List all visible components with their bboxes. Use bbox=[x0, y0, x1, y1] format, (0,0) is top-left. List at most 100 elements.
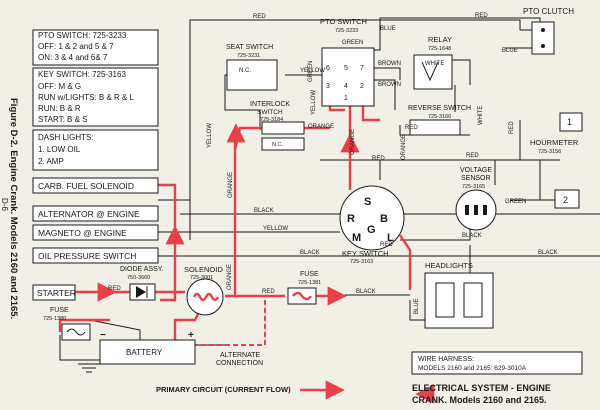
pto-pin-1: 1 bbox=[344, 95, 348, 102]
wire-label-brown-1: BROWN bbox=[378, 61, 401, 67]
solenoid-label: SOLENOID bbox=[184, 265, 223, 274]
connection-label: CONNECTION bbox=[216, 360, 263, 367]
wire-label-red-hm: RED bbox=[466, 153, 479, 159]
voltage-sensor-label: SENSOR bbox=[461, 175, 491, 182]
solenoid: SOLENOID 725-3001 bbox=[184, 265, 224, 316]
left-fuse-label: FUSE bbox=[50, 307, 69, 314]
key-legend-run-lights: RUN w/LIGHTS: B & R & L bbox=[38, 93, 135, 102]
diode-assy: DIODE ASSY. 750-3660 bbox=[120, 266, 164, 301]
left-fuse: FUSE 725-1380 bbox=[43, 307, 91, 341]
wire-label-green-hm: GREEN bbox=[505, 199, 526, 205]
wire-label-black-fuse: BLACK bbox=[356, 289, 376, 295]
seat-nc: N.C. bbox=[239, 68, 251, 74]
key-switch-part: 725-3163 bbox=[350, 259, 373, 265]
wire-label-orange-left: ORANGE bbox=[228, 172, 234, 198]
wire-harness-note: WIRE HARNESS: MODELS 2160 and 2165: 629-… bbox=[411, 351, 583, 375]
wire-label-orange-v: ORANGE bbox=[350, 129, 356, 155]
hourmeter-pin-2: 2 bbox=[563, 195, 568, 205]
seat-switch-label: SEAT SWITCH bbox=[226, 44, 273, 51]
wire-label-orange-v2: ORANGE bbox=[401, 134, 407, 160]
wire-label-red-mid: RED bbox=[372, 156, 385, 162]
key-legend-start: START: B & S bbox=[38, 115, 88, 124]
engine-boxes: CARB. FUEL SOLENOID ALTERNATOR @ ENGINE … bbox=[32, 177, 159, 301]
relay-part: 725-1648 bbox=[428, 46, 451, 52]
reverse-switch-part: 725-3166 bbox=[428, 114, 451, 120]
wire-label-green: GREEN bbox=[342, 40, 363, 46]
interlock-nc: N.C. bbox=[272, 142, 283, 148]
dash-legend-item1: 1. LOW OIL bbox=[38, 145, 81, 154]
key-switch: S R B M G L KEY SWITCH 725-3163 bbox=[339, 185, 405, 265]
pto-pin-4: 4 bbox=[344, 83, 348, 90]
key-terminal-r: R bbox=[347, 213, 355, 225]
hourmeter-label: HOURMETER bbox=[530, 138, 579, 147]
relay-label: RELAY bbox=[428, 35, 452, 44]
harness-title: WIRE HARNESS: bbox=[418, 356, 474, 363]
starter-label: STARTER bbox=[37, 288, 76, 298]
wire-label-white: WHITE bbox=[425, 61, 444, 67]
wire-label-black-vs: BLACK bbox=[462, 233, 482, 239]
wire-label-orange-sol: ORANGE bbox=[227, 264, 233, 290]
seat-switch: SEAT SWITCH 725-3231 N.C. bbox=[226, 44, 278, 91]
headlights-label: HEADLIGHTS bbox=[425, 261, 473, 270]
wire-label-orange-interlock: ORANGE bbox=[308, 124, 334, 130]
oil-pressure-label: OIL PRESSURE SWITCH bbox=[38, 251, 136, 261]
interlock-switch: INTERLOCK SWITCH 725-3184 N.C. bbox=[250, 101, 305, 151]
primary-circuit-legend: PRIMARY CIRCUIT (CURRENT FLOW) bbox=[156, 380, 345, 400]
dash-legend-item2: 2. AMP bbox=[38, 157, 64, 166]
key-terminal-s: S bbox=[364, 196, 371, 208]
pto-switch: PTO SWITCH 725-3233 6 5 7 3 4 2 1 bbox=[320, 17, 375, 107]
wire-label-red-reverse: RED bbox=[405, 125, 418, 131]
key-terminal-l: L bbox=[387, 232, 394, 244]
dash-legend-title: DASH LIGHTS: bbox=[38, 133, 94, 142]
reverse-switch-label: REVERSE SWITCH bbox=[408, 105, 471, 112]
wire-label-red-key: RED bbox=[380, 242, 393, 248]
relay: RELAY 725-1648 bbox=[413, 35, 453, 90]
wire-label-red-v: RED bbox=[509, 121, 515, 134]
wire-label-yellow-seat: YELLOW bbox=[300, 68, 325, 74]
pto-switch-title: PTO SWITCH bbox=[320, 17, 367, 26]
key-switch-label: KEY SWITCH bbox=[342, 249, 389, 258]
pto-clutch: PTO CLUTCH bbox=[523, 7, 574, 55]
wire-label-black-alt: BLACK bbox=[254, 208, 274, 214]
wire-label-black-oil: BLACK bbox=[300, 250, 320, 256]
interlock-label: INTERLOCK bbox=[250, 101, 290, 108]
battery: BATTERY + − bbox=[78, 330, 196, 373]
main-fuse: FUSE 725-1381 bbox=[287, 271, 321, 305]
flow-arrows bbox=[97, 123, 360, 306]
hourmeter-part: 725-3156 bbox=[538, 149, 561, 155]
solenoid-part: 725-3001 bbox=[190, 275, 213, 281]
battery-label: BATTERY bbox=[126, 348, 163, 357]
wire-label-red-clutch: RED bbox=[475, 13, 488, 19]
wire-label-black-right: BLACK bbox=[538, 250, 558, 256]
wire-label-yellow-left: YELLOW bbox=[207, 123, 213, 148]
caption-line2: CRANK. Models 2160 and 2165. bbox=[412, 395, 547, 405]
primary-circuit-label: PRIMARY CIRCUIT (CURRENT FLOW) bbox=[156, 385, 291, 394]
main-fuse-label: FUSE bbox=[300, 271, 319, 278]
alternate-connection: ALTERNATE CONNECTION bbox=[216, 352, 263, 367]
key-switch-legend: KEY SWITCH: 725-3163 OFF: M & G RUN w/LI… bbox=[32, 67, 159, 127]
pto-pin-7: 7 bbox=[360, 65, 364, 72]
pto-legend-title: PTO SWITCH: 725-3233 bbox=[38, 31, 127, 40]
voltage-sensor: VOLTAGE SENSOR 725-3165 bbox=[455, 167, 497, 231]
key-legend-off: OFF: M & G bbox=[38, 82, 81, 91]
harness-models: MODELS 2160 and 2165: 629-3010A bbox=[418, 365, 527, 372]
pto-legend-on: ON: 3 & 4 and 6& 7 bbox=[38, 53, 108, 62]
wire-label-blue-v: BLUE bbox=[414, 298, 420, 314]
wire-label-yellow-mag: YELLOW bbox=[263, 226, 288, 232]
pto-legend-off: OFF: 1 & 2 and 5 & 7 bbox=[38, 42, 114, 51]
diode-label: DIODE ASSY. bbox=[120, 266, 164, 273]
hourmeter: 1 HOURMETER 725-3156 2 bbox=[530, 112, 583, 209]
carb-fuel-solenoid-label: CARB. FUEL SOLENOID bbox=[38, 181, 134, 191]
wire-label-yellow-v: YELLOW bbox=[311, 90, 317, 115]
alternator-label: ALTERNATOR @ ENGINE bbox=[38, 209, 140, 219]
pto-pin-5: 5 bbox=[344, 65, 348, 72]
wire-label-green-v: GREEN bbox=[308, 61, 314, 82]
hourmeter-pin-1: 1 bbox=[567, 117, 572, 127]
wire-label-red-top: RED bbox=[253, 14, 266, 20]
wire-color-labels: RED BLUE RED BLUE GREEN YELLOW BROWN BRO… bbox=[108, 13, 558, 295]
reverse-switch: REVERSE SWITCH 725-3166 bbox=[408, 105, 471, 136]
pto-switch-part: 725-3233 bbox=[335, 28, 358, 34]
caption: ELECTRICAL SYSTEM - ENGINE CRANK. Models… bbox=[412, 383, 551, 405]
wire-label-blue-top: BLUE bbox=[380, 26, 396, 32]
